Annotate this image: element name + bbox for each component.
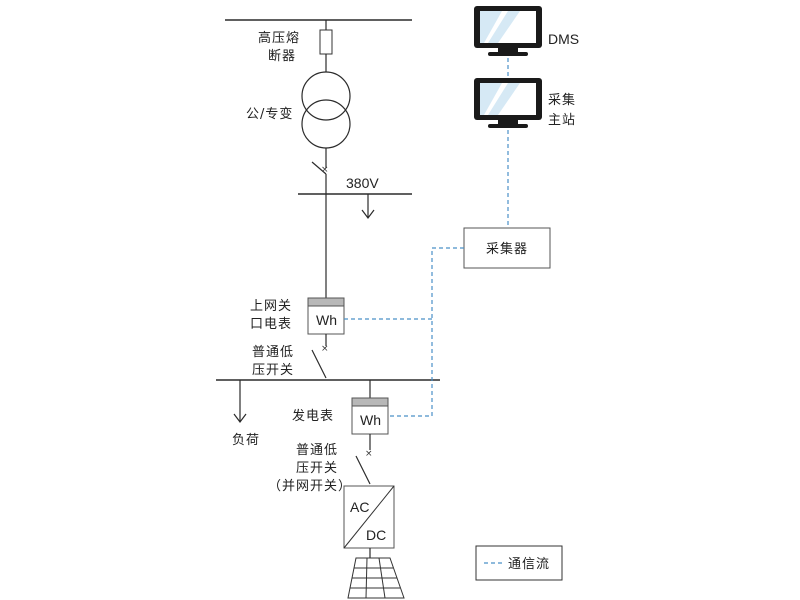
collector-label: 采集器 (486, 241, 528, 257)
load-label: 负荷 (232, 433, 260, 448)
transformer-label: 公/专变 (246, 106, 293, 122)
generation-meter-label: 发电表 (292, 408, 334, 424)
voltage-label: 380V (346, 175, 379, 191)
master-station-label-line1: 采集 (548, 92, 576, 108)
load-arrow-380v (361, 209, 375, 219)
breaker1-switch (311, 349, 327, 379)
lv-main-switch (311, 161, 327, 175)
switch-contact-x: × (321, 165, 329, 175)
legend-comm-label: 通信流 (508, 557, 550, 572)
generation-meter-text: Wh (360, 412, 381, 428)
grid-meter-label-line2: 口电表 (250, 317, 292, 332)
grid-meter-text: Wh (316, 312, 337, 328)
master-station-monitor-icon (474, 78, 542, 128)
solar-panel-icon (347, 557, 405, 599)
fuse-label-line2: 断器 (268, 49, 296, 64)
breaker1-label-line2: 压开关 (252, 363, 294, 378)
load-arrow (233, 413, 247, 423)
switch-contact-x: × (365, 449, 373, 459)
master-station-label-line2: 主站 (548, 113, 576, 128)
grid-meter-display (307, 297, 345, 307)
inverter-dc-label: DC (366, 527, 386, 543)
dms-label: DMS (548, 31, 579, 47)
breaker2-label-line1: 普通低 (296, 443, 338, 458)
breaker2-label-line3: （并网开关） (268, 479, 352, 494)
fuse-label-line1: 高压熔 (258, 30, 300, 46)
grid-tie-switch (355, 455, 371, 485)
generation-meter-display (351, 397, 389, 407)
legend-box (475, 545, 563, 581)
inverter-ac-label: AC (350, 499, 369, 515)
switch-contact-x: × (321, 344, 329, 354)
grid-meter-label-line1: 上网关 (250, 299, 292, 314)
breaker1-label-line1: 普通低 (252, 345, 294, 360)
transformer-primary-winding (301, 71, 351, 121)
dms-monitor-icon (474, 6, 542, 56)
transformer-secondary-winding (301, 99, 351, 149)
breaker2-label-line2: 压开关 (296, 461, 338, 476)
comm-line-collector-genmeter (388, 247, 464, 417)
fuse (319, 29, 333, 55)
